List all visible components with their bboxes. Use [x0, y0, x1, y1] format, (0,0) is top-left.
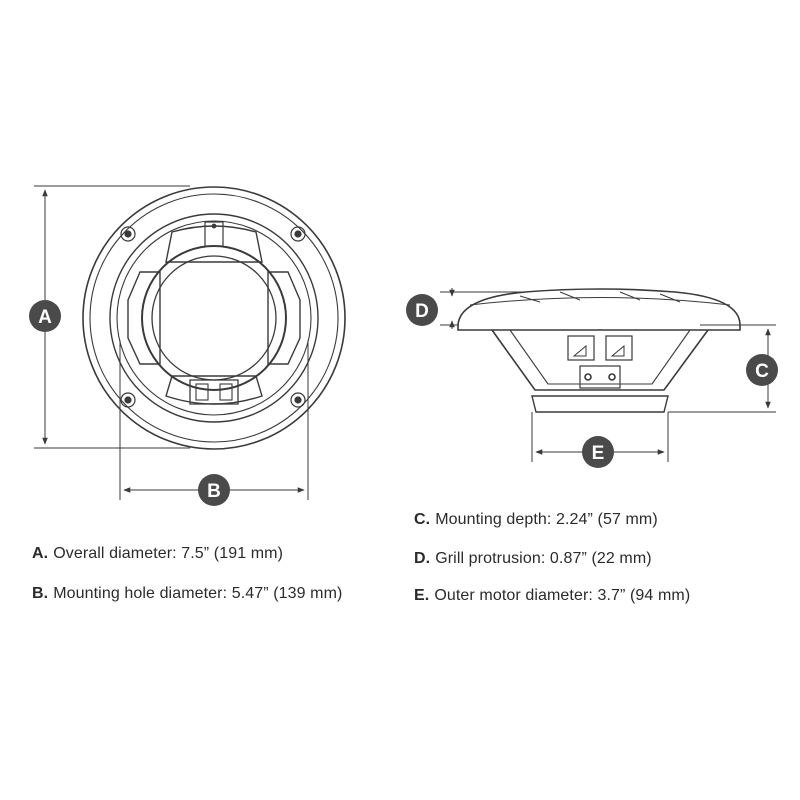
spec-d-text: Grill protrusion: 0.87” (22 mm) [435, 550, 652, 567]
spec-d-letter: D. [414, 550, 431, 567]
badge-a-label: A [38, 307, 52, 328]
spec-e-text: Outer motor diameter: 3.7” (94 mm) [434, 587, 691, 604]
dimension-lines [34, 185, 776, 500]
spec-b-text: Mounting hole diameter: 5.47” (139 mm) [53, 585, 343, 602]
spec-a-letter: A. [32, 545, 49, 562]
badge-d-label: D [415, 301, 429, 322]
badge-c: C [746, 354, 778, 386]
spec-c-text: Mounting depth: 2.24” (57 mm) [435, 511, 658, 528]
speaker-front-view [82, 186, 346, 450]
badge-c-label: C [755, 361, 769, 382]
spec-b: B.Mounting hole diameter: 5.47” (139 mm) [32, 585, 342, 603]
badge-b-label: B [207, 481, 221, 502]
spec-b-letter: B. [32, 585, 49, 602]
badge-d: D [406, 294, 438, 326]
spec-a-text: Overall diameter: 7.5” (191 mm) [53, 545, 284, 562]
spec-c: C.Mounting depth: 2.24” (57 mm) [414, 511, 658, 529]
badge-e: E [582, 436, 614, 468]
badge-a: A [29, 300, 61, 332]
mounting-screws [120, 226, 306, 408]
spec-e-letter: E. [414, 587, 430, 604]
spec-e: E.Outer motor diameter: 3.7” (94 mm) [414, 587, 690, 605]
speaker-side-view [457, 288, 741, 413]
badge-e-label: E [592, 443, 605, 464]
spec-a: A.Overall diameter: 7.5” (191 mm) [32, 545, 283, 563]
badge-b: B [198, 474, 230, 506]
spec-c-letter: C. [414, 511, 431, 528]
spec-d: D.Grill protrusion: 0.87” (22 mm) [414, 550, 652, 568]
